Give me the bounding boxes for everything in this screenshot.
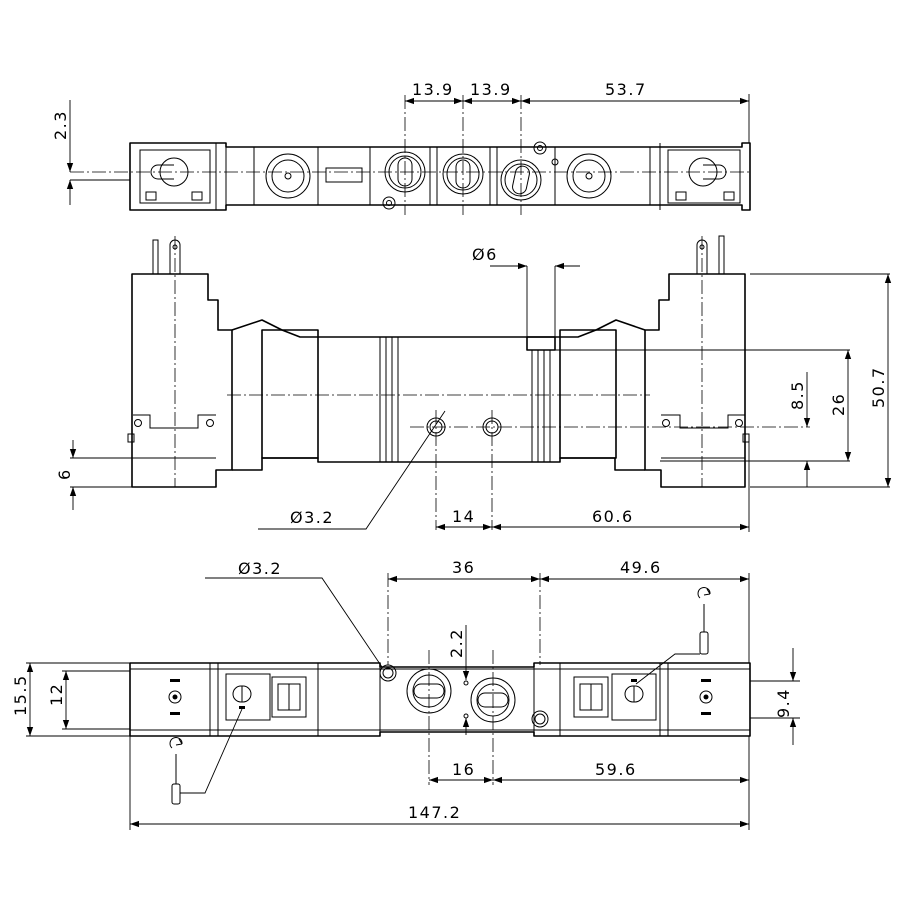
dim-front-mount-hole: Ø3.2 bbox=[290, 508, 334, 527]
dim-port-diameter: Ø6 bbox=[472, 245, 498, 264]
top-view: 13.9 13.9 53.7 2.3 bbox=[51, 80, 751, 215]
dim-top-pitch-2: 13.9 bbox=[470, 80, 512, 99]
dim-base-height: 6 bbox=[55, 468, 74, 480]
dim-top-offset: 2.3 bbox=[51, 110, 70, 140]
dim-inner-width: 12 bbox=[47, 683, 66, 706]
bottom-view: Ø3.2 36 49.6 2.2 15.5 12 9.4 16 59.6 bbox=[11, 558, 800, 830]
dim-manual-width: 9.4 bbox=[774, 688, 793, 718]
dim-bottom-right-span: 49.6 bbox=[620, 558, 662, 577]
dim-top-right-span: 53.7 bbox=[605, 80, 647, 99]
front-view: Ø6 Ø3.2 14 60.6 8.5 26 50.7 6 bbox=[55, 235, 892, 532]
screwdriver-icon bbox=[635, 587, 711, 685]
screwdriver-icon bbox=[169, 708, 243, 805]
dim-body-height: 26 bbox=[829, 393, 848, 416]
dim-bottom-mount-hole: Ø3.2 bbox=[238, 559, 282, 578]
dim-overall-length: 147.2 bbox=[408, 803, 461, 822]
dim-port-height: 8.5 bbox=[788, 380, 807, 410]
dim-hole-to-end: 60.6 bbox=[592, 507, 634, 526]
dim-port-to-end: 59.6 bbox=[595, 760, 637, 779]
dim-hole-spacing: 14 bbox=[452, 507, 475, 526]
dim-overall-height: 50.7 bbox=[869, 366, 888, 408]
dim-body-width: 15.5 bbox=[11, 674, 30, 716]
dim-port-offset: 2.2 bbox=[447, 628, 466, 658]
dim-port-spacing: 16 bbox=[452, 760, 475, 779]
dim-top-pitch-1: 13.9 bbox=[412, 80, 454, 99]
dim-center-span: 36 bbox=[452, 558, 475, 577]
